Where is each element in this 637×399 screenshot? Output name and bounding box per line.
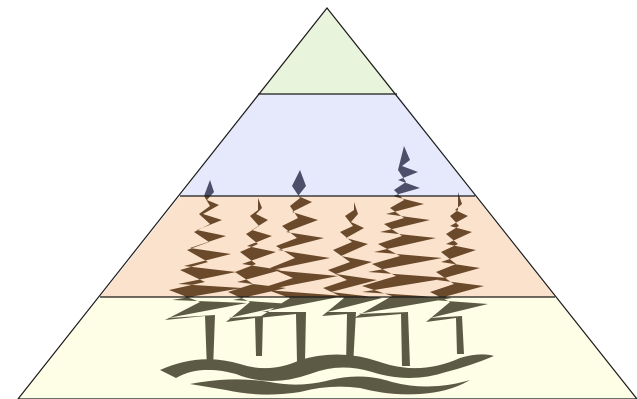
- pyramid-tier-apex: [258, 8, 397, 94]
- pyramid-tier-upper-middle: [180, 94, 475, 196]
- pyramid-tier-lower-middle: [100, 196, 555, 297]
